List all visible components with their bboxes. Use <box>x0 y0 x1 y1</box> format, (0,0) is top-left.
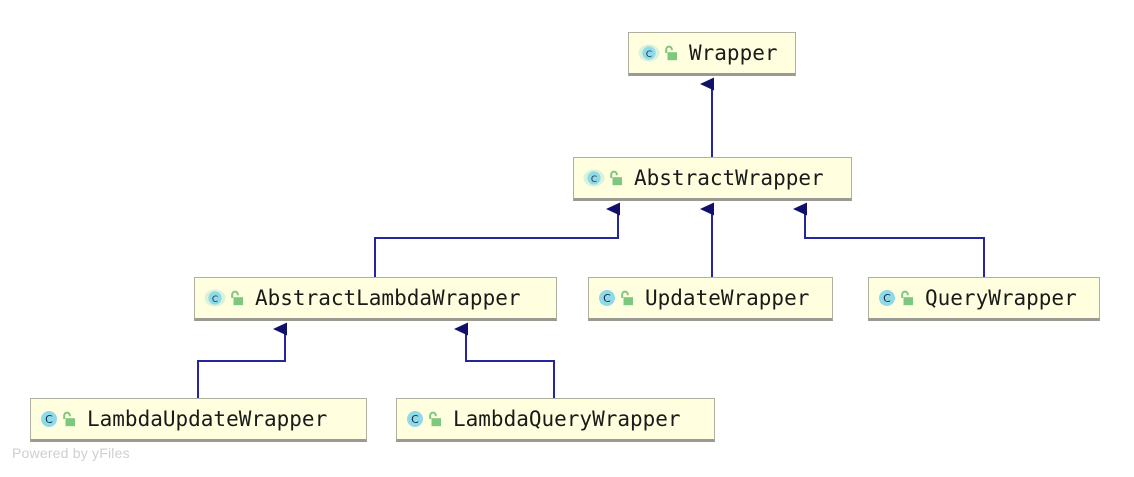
class-icon: C <box>879 290 895 306</box>
class-node-abstract-lambda-wrapper[interactable]: C AbstractLambdaWrapper <box>194 277 557 321</box>
node-icon-group: C <box>406 410 442 428</box>
class-icon: C <box>599 290 615 306</box>
class-name-label: AbstractLambdaWrapper <box>255 285 521 310</box>
unlocked-padlock-icon <box>429 411 441 427</box>
generalization-edge-lambda-update-wrapper-to-abstract-lambda-wrapper <box>197 322 287 398</box>
node-icon-group: C <box>638 44 678 62</box>
class-name-label: AbstractWrapper <box>634 165 824 190</box>
class-node-lambda-query-wrapper[interactable]: C LambdaQueryWrapper <box>396 398 715 442</box>
class-name-label: QueryWrapper <box>925 285 1077 310</box>
node-icon-group: C <box>40 410 76 428</box>
unlocked-padlock-icon <box>665 45 677 61</box>
generalization-edges <box>197 77 985 398</box>
class-node-abstract-wrapper[interactable]: C AbstractWrapper <box>573 157 852 201</box>
class-name-label: UpdateWrapper <box>645 285 810 310</box>
abstract-class-icon: C <box>638 44 660 62</box>
class-node-query-wrapper[interactable]: C QueryWrapper <box>868 277 1100 321</box>
node-icon-group: C <box>583 169 623 187</box>
generalization-edge-query-wrapper-to-abstract-wrapper <box>793 202 985 277</box>
class-node-wrapper[interactable]: C Wrapper <box>628 32 796 76</box>
abstract-class-icon: C <box>204 289 226 307</box>
node-icon-group: C <box>598 289 634 307</box>
svg-text:C: C <box>45 413 53 426</box>
class-node-lambda-update-wrapper[interactable]: C LambdaUpdateWrapper <box>30 398 367 442</box>
unlocked-padlock-icon <box>231 290 243 306</box>
class-name-label: Wrapper <box>689 40 778 65</box>
unlocked-padlock-icon <box>610 170 622 186</box>
class-name-label: LambdaUpdateWrapper <box>87 406 328 431</box>
svg-text:C: C <box>603 292 611 305</box>
svg-text:C: C <box>411 413 419 426</box>
generalization-edge-lambda-query-wrapper-to-abstract-lambda-wrapper <box>454 322 555 398</box>
class-icon: C <box>41 411 57 427</box>
node-icon-group: C <box>204 289 244 307</box>
generalization-edge-abstract-lambda-wrapper-to-abstract-wrapper <box>374 202 620 277</box>
svg-text:C: C <box>591 175 597 185</box>
svg-text:C: C <box>646 50 652 60</box>
svg-text:C: C <box>212 295 218 305</box>
node-icon-group: C <box>878 289 914 307</box>
svg-text:C: C <box>883 292 891 305</box>
class-icon: C <box>407 411 423 427</box>
yfiles-watermark: Powered by yFiles <box>12 445 130 461</box>
unlocked-padlock-icon <box>63 411 75 427</box>
abstract-class-icon: C <box>583 169 605 187</box>
class-node-update-wrapper[interactable]: C UpdateWrapper <box>588 277 833 321</box>
unlocked-padlock-icon <box>621 290 633 306</box>
class-name-label: LambdaQueryWrapper <box>453 406 681 431</box>
unlocked-padlock-icon <box>901 290 913 306</box>
